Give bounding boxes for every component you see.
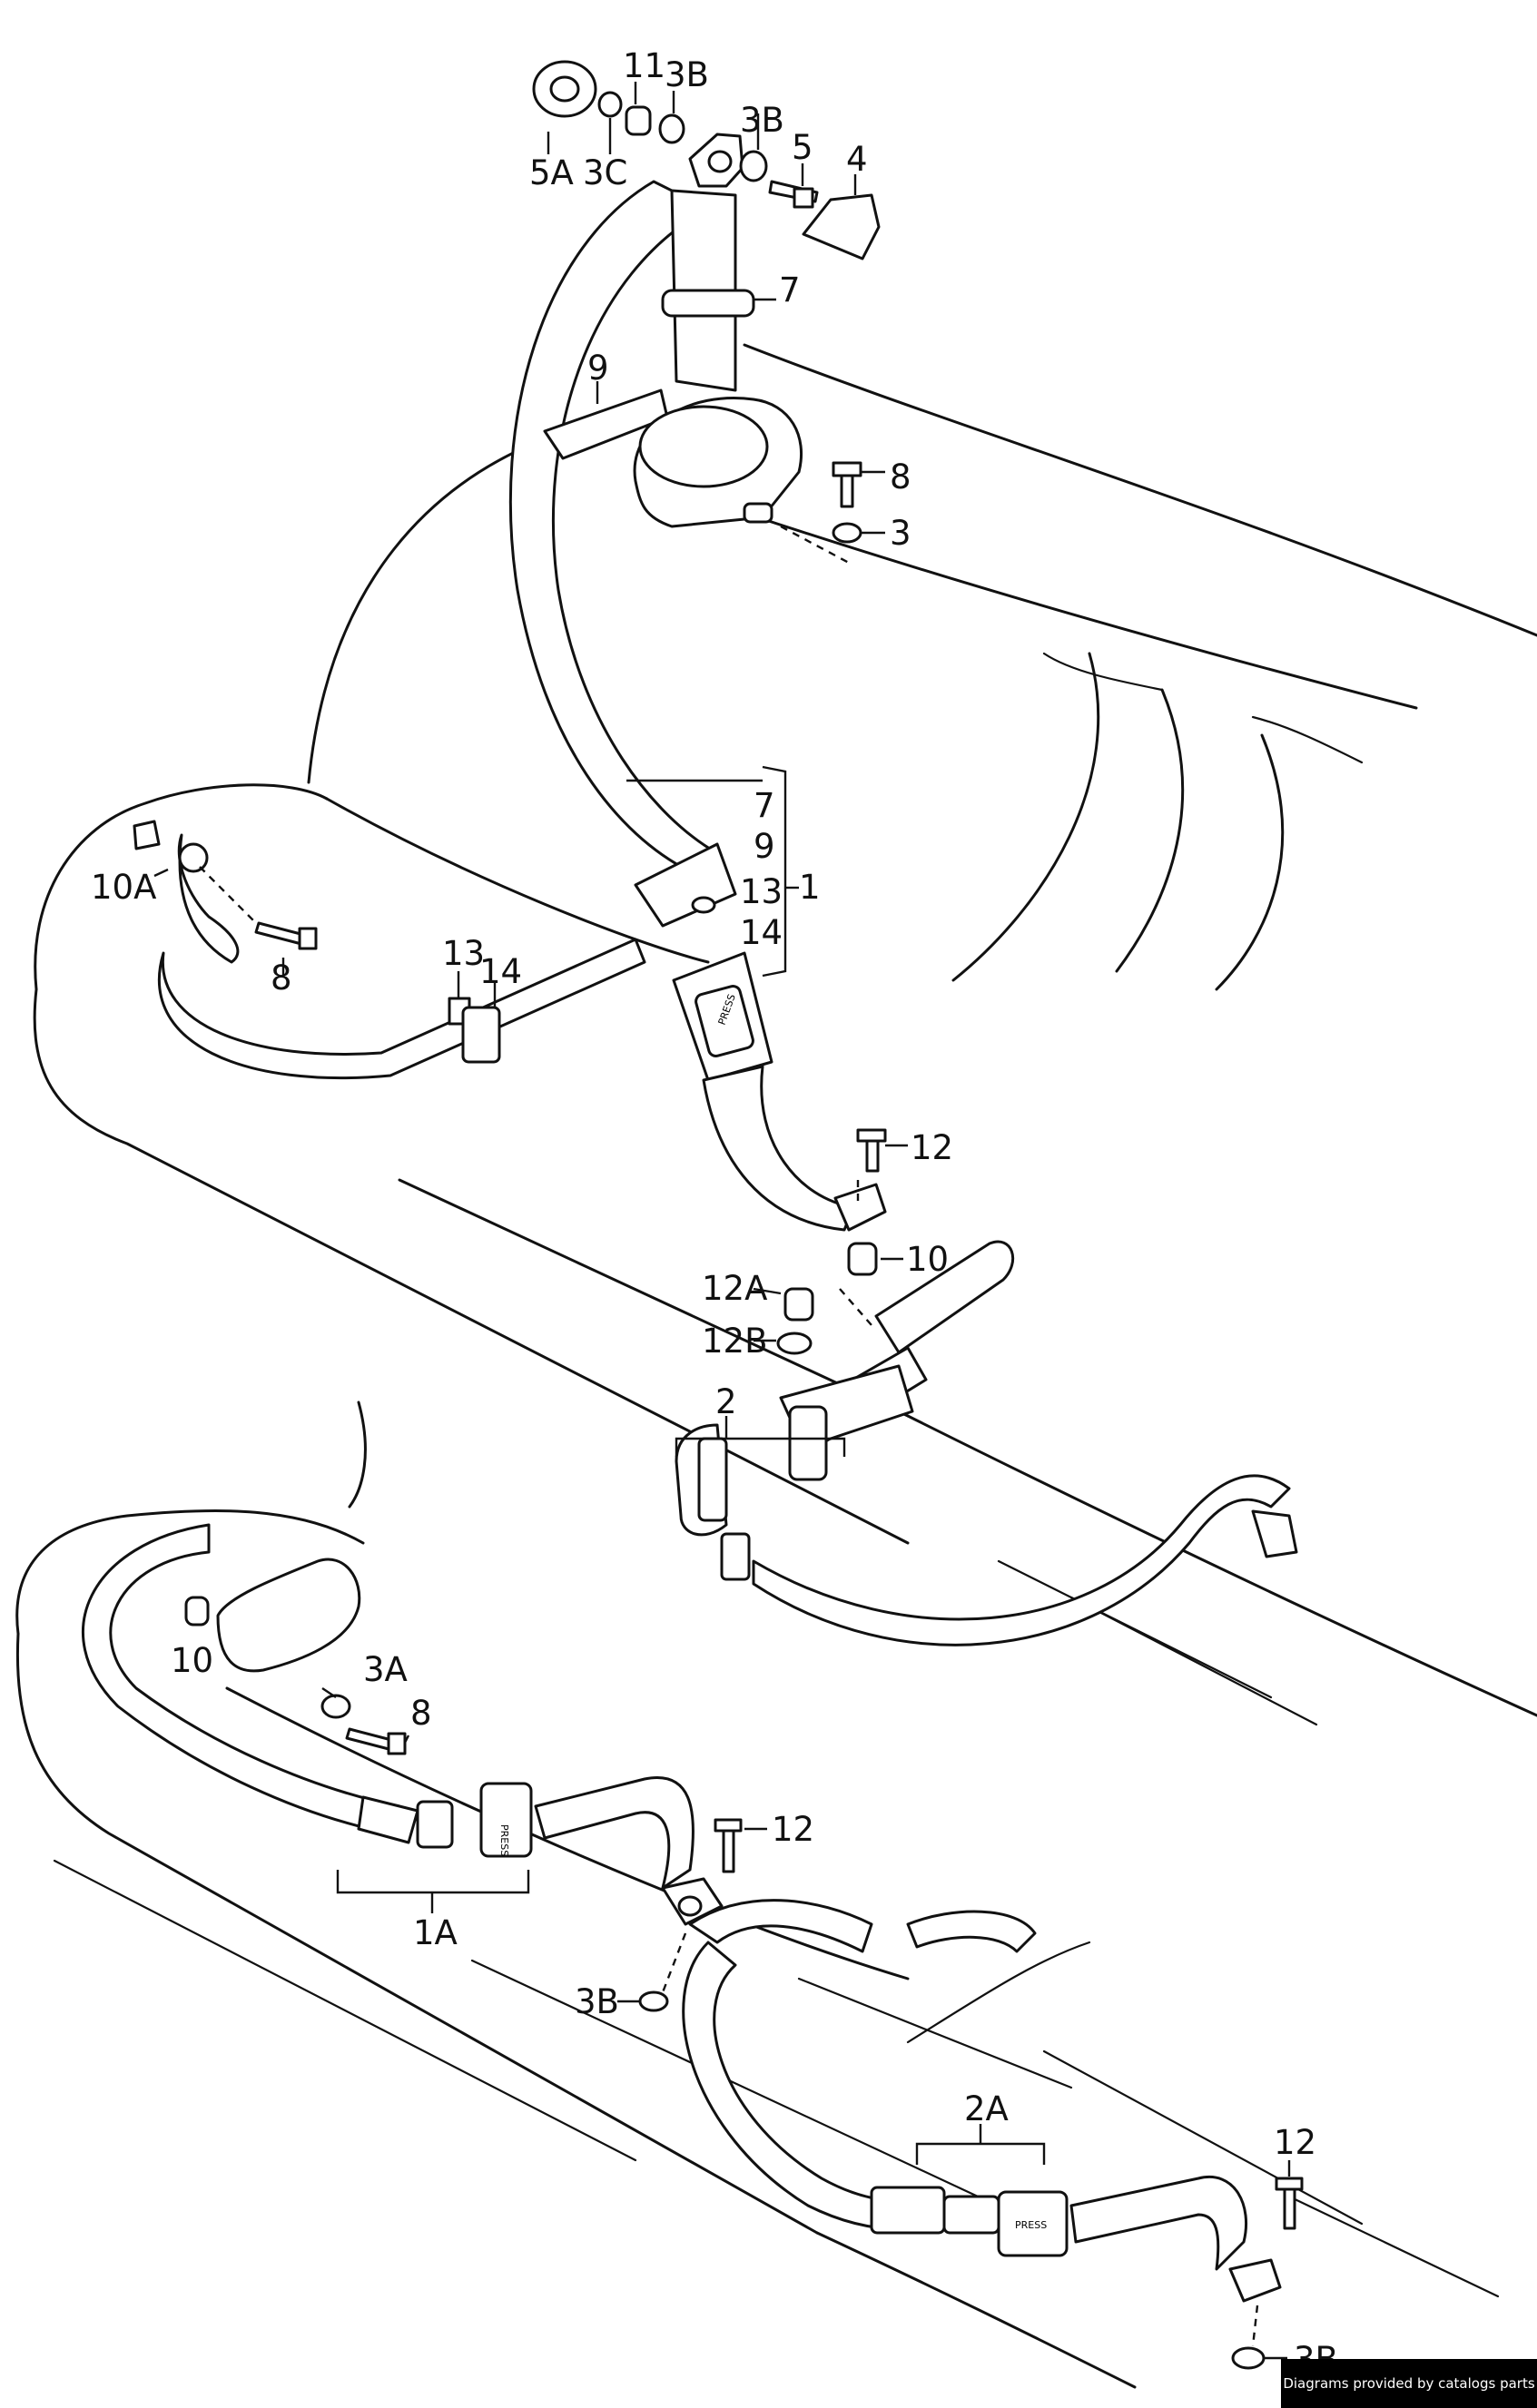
diagonal-shoulder-belt [508,180,803,873]
callout-3-top: 3 [890,514,911,553]
upper-anchor-hardware [532,60,881,260]
right-side-hardware-top [780,461,862,565]
retractor-1a [216,1558,361,1673]
bolt-12-low [722,1824,735,1873]
callout-11: 11 [623,46,665,85]
callout-14-left: 14 [479,952,522,991]
buckle-press-text-2a: PRESS [1015,2219,1047,2231]
callout-12-low: 12 [772,1810,814,1849]
callout-9-group: 9 [754,827,775,866]
callout-labels: 5A 3C 11 3B 3B 5 4 7 9 8 3 7 9 13 14 1 1… [91,46,1338,2379]
callout-3B-low: 3B [575,1982,619,2021]
anchor-right [1228,2258,1282,2303]
callout-5: 5 [792,128,813,167]
spacer-10-mid [847,1242,878,1276]
tongue-2a [870,2186,946,2235]
callout-9-top: 9 [587,349,609,388]
buckle-1a [479,1782,533,1858]
bushing-12a [783,1287,814,1322]
callout-10-low: 10 [171,1641,213,1680]
callout-8-low: 8 [410,1694,432,1733]
buckle-2 [788,1405,828,1481]
callout-7-top: 7 [779,270,801,310]
lap-belt-2 [752,1474,1291,1646]
rear-seat-backrest-outline [307,343,1537,991]
washer-3b-bottom [1231,2346,1266,2370]
callout-8-left: 8 [271,958,292,998]
bushing [625,105,652,136]
lower-seat-cushion-outline [15,1401,1500,2389]
callout-12A: 12A [702,1269,767,1308]
center-belt-2 [675,1240,1298,1646]
left-lap-belt-section [133,820,646,1080]
anchor-bracket-left [177,833,240,964]
upper-seat-cushion-outline [33,783,1537,1726]
bolt-8-left [254,921,306,946]
tongue-1a [416,1800,454,1849]
callout-3B-top2: 3B [740,101,784,140]
cover-cap-4 [802,193,881,260]
callout-14-group: 14 [740,913,783,952]
callout-4: 4 [846,140,868,179]
washer-3b [658,113,685,144]
callout-1: 1 [799,868,821,907]
callout-3B-top1: 3B [665,55,709,94]
spacer-10-low [184,1596,210,1627]
buckle-press-text-1a: PRESS [498,1824,510,1856]
washer-12b [776,1332,813,1355]
callout-3C: 3C [583,153,627,192]
callout-12-mid: 12 [911,1128,953,1167]
credit-banner: Diagrams provided by catalogs parts [1281,2359,1537,2408]
callout-10A: 10A [91,868,156,907]
callout-10-mid: 10 [906,1240,949,1279]
callout-1A: 1A [413,1913,458,1952]
washer-3b-2 [739,150,768,182]
callout-2: 2 [715,1382,737,1421]
latch-tongue [634,842,737,928]
washer-3a [320,1694,351,1719]
belt-guide-loop [661,289,755,318]
washer-3b-low [638,1990,669,2012]
callout-13-left: 13 [442,934,485,973]
washer-3-top [832,522,862,544]
spacer-10a [133,820,161,850]
clip-14 [461,1006,501,1064]
callout-5A: 5A [529,153,574,192]
lower-lap-belt-1A [82,1523,695,1890]
middle-hardware [776,1128,887,1355]
callout-12B: 12B [702,1322,767,1361]
callout-12-right: 12 [1274,2123,1316,2162]
bolt-12-right [1283,2186,1296,2230]
buckle-strap [702,1065,855,1232]
tongue-and-buckle-1 [634,842,887,1232]
spacer-washer [597,91,623,118]
lower-center-hardware [638,1818,743,2012]
callout-2A: 2A [964,2089,1009,2128]
callout-3A: 3A [363,1650,408,1689]
callout-13-group: 13 [740,872,783,911]
lower-right-belt-2A [682,1899,1304,2370]
leader-lines [153,82,1291,2360]
callout-7-group: 7 [754,786,775,825]
callout-8-top: 8 [890,457,911,496]
buckle-2a [997,2190,1069,2257]
